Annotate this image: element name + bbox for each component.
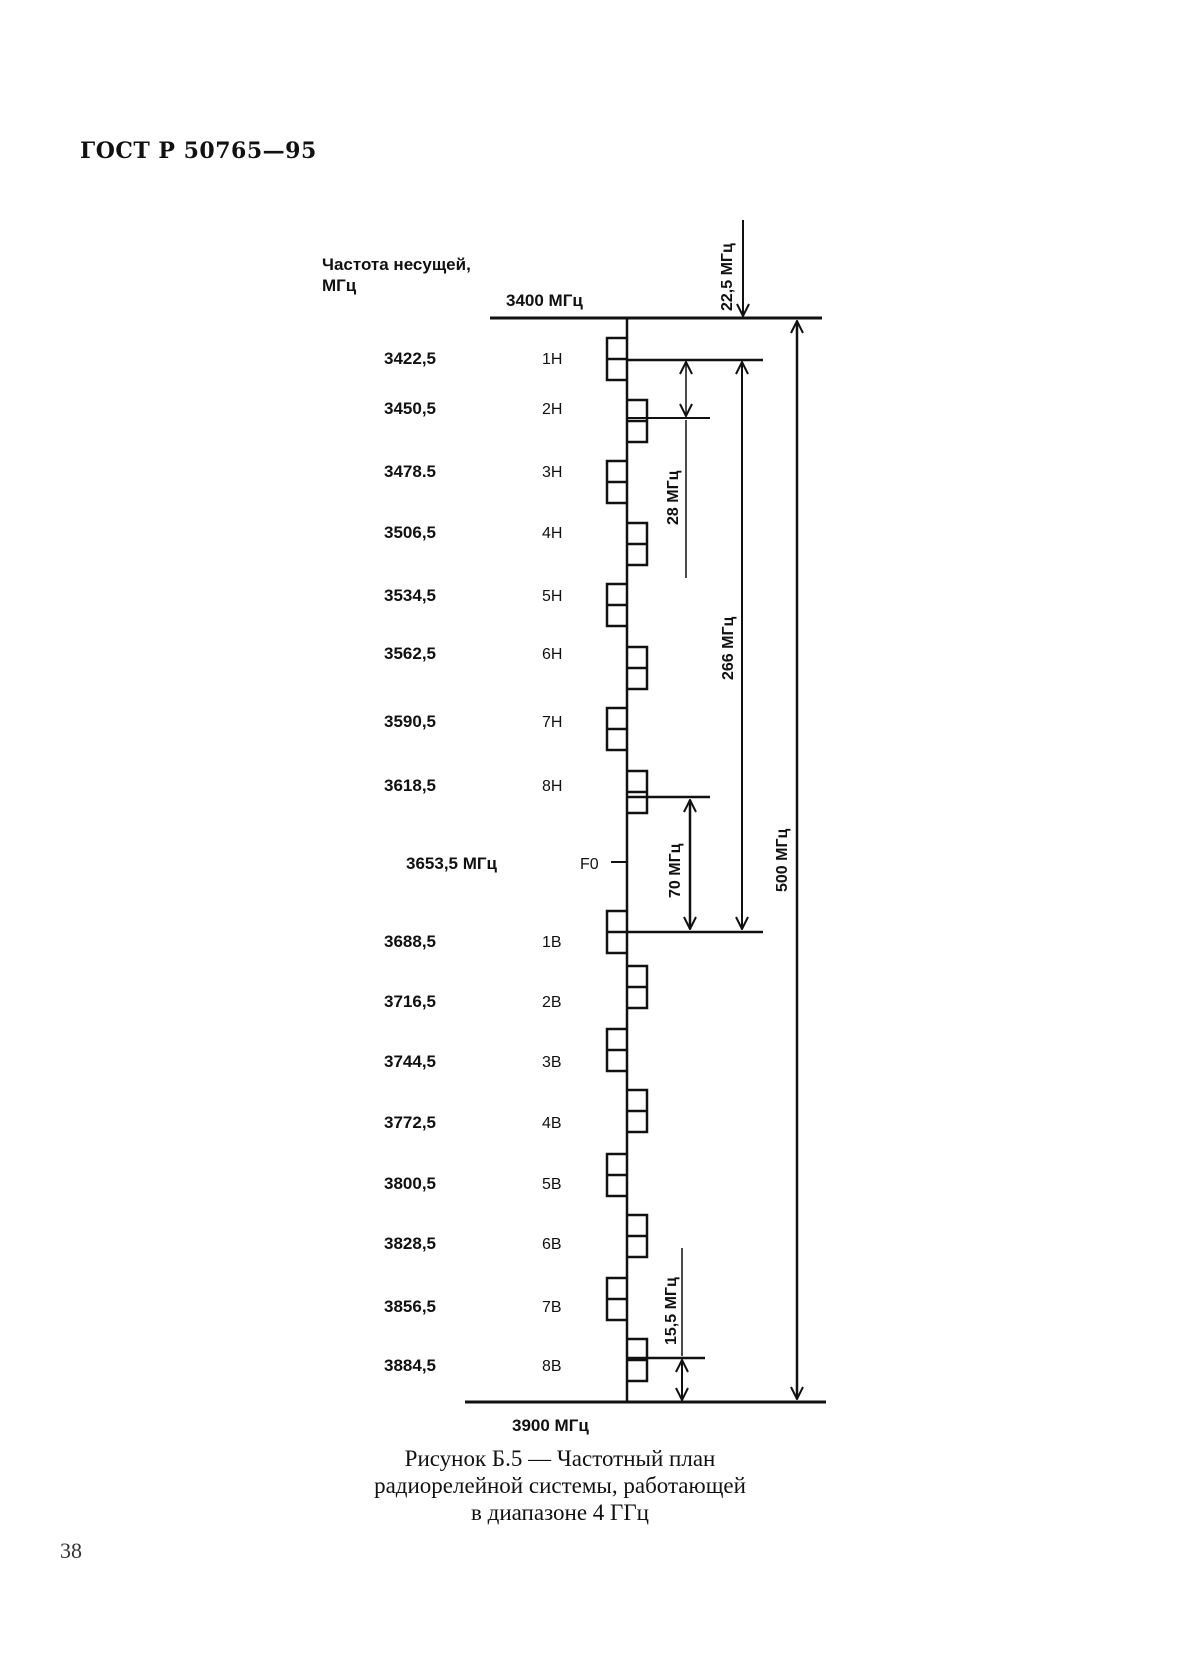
channel-marker (627, 645, 649, 691)
channel-frequency: 3856,5 (384, 1297, 436, 1316)
dim-22-5-label: 22,5 МГц (719, 243, 736, 311)
channel-frequency: 3716,5 (384, 992, 436, 1011)
channel-frequency: 3562,5 (384, 644, 436, 663)
axis-title-line2: МГц (322, 276, 357, 295)
channel-name: 4Н (542, 525, 562, 542)
dim-266-label: 266 МГц (720, 616, 737, 680)
channel-marker (627, 1337, 649, 1383)
caption-line-2: радиорелейной системы, работающей (374, 1473, 746, 1498)
channel-name: 7Н (542, 714, 562, 731)
document-header: ГОСТ Р 50765—95 (80, 138, 317, 164)
channel-marker (627, 769, 649, 815)
center-frequency-label: 3653,5 МГц (406, 854, 498, 873)
channel-marker (605, 1027, 627, 1073)
caption-line-3: в диапазоне 4 ГГц (471, 1500, 649, 1525)
channel-frequency: 3618,5 (384, 776, 436, 795)
channel-frequency: 3800,5 (384, 1174, 436, 1193)
channel-name: 5В (542, 1176, 562, 1193)
channel-frequency: 3884,5 (384, 1356, 436, 1375)
channel-frequency: 3478.5 (384, 462, 436, 481)
channel-name: 2В (542, 994, 562, 1011)
channel-frequency: 3828,5 (384, 1234, 436, 1253)
center-channel-label: F0 (580, 856, 599, 873)
channel-name: 4В (542, 1115, 562, 1132)
channel-marker (627, 521, 649, 567)
figure-caption: Рисунок Б.5 — Частотный план радиорелейн… (300, 1445, 820, 1526)
channel-frequency: 3590,5 (384, 712, 436, 731)
channel-name: 3Н (542, 464, 562, 481)
channel-name: 3В (542, 1054, 562, 1071)
channel-marker (605, 459, 627, 505)
channel-name: 8В (542, 1358, 562, 1375)
channel-marker (627, 964, 649, 1010)
channel-list: 3422,5 1Н 3450,5 2Н 3478.5 3Н 3506,5 4Н 3534,5 5Н… (384, 336, 649, 1383)
channel-marker (627, 1213, 649, 1259)
channel-name: 5Н (542, 588, 562, 605)
channel-frequency: 3506,5 (384, 523, 436, 542)
page-number: 38 (60, 1538, 82, 1563)
axis-title-line1: Частота несущей, (322, 255, 471, 274)
dim-28-label: 28 МГц (665, 470, 682, 525)
channel-marker (627, 398, 649, 444)
channel-frequency: 3688,5 (384, 932, 436, 951)
dim-70-label: 70 МГц (667, 843, 684, 898)
channel-name: 6В (542, 1236, 562, 1253)
channel-frequency: 3450,5 (384, 399, 436, 418)
dim-500-label: 500 МГц (774, 828, 791, 892)
channel-marker (605, 582, 627, 628)
channel-frequency: 3772,5 (384, 1113, 436, 1132)
channel-marker (605, 909, 627, 955)
channel-name: 8Н (542, 778, 562, 795)
channel-marker (605, 706, 627, 752)
caption-line-1: Рисунок Б.5 — Частотный план (404, 1446, 716, 1471)
channel-frequency: 3744,5 (384, 1052, 436, 1071)
channel-name: 6Н (542, 646, 562, 663)
channel-frequency: 3422,5 (384, 349, 436, 368)
channel-name: 1Н (542, 351, 562, 368)
channel-name: 2Н (542, 401, 562, 418)
dim-15-5-label: 15,5 МГц (663, 1277, 680, 1345)
channel-frequency: 3534,5 (384, 586, 436, 605)
channel-name: 7В (542, 1299, 562, 1316)
band-top-label: 3400 МГц (506, 291, 583, 310)
channel-marker (627, 1088, 649, 1134)
channel-marker (605, 336, 627, 382)
channel-name: 1В (542, 934, 562, 951)
channel-marker (605, 1152, 627, 1198)
band-bottom-label: 3900 МГц (512, 1416, 589, 1435)
channel-marker (605, 1276, 627, 1322)
